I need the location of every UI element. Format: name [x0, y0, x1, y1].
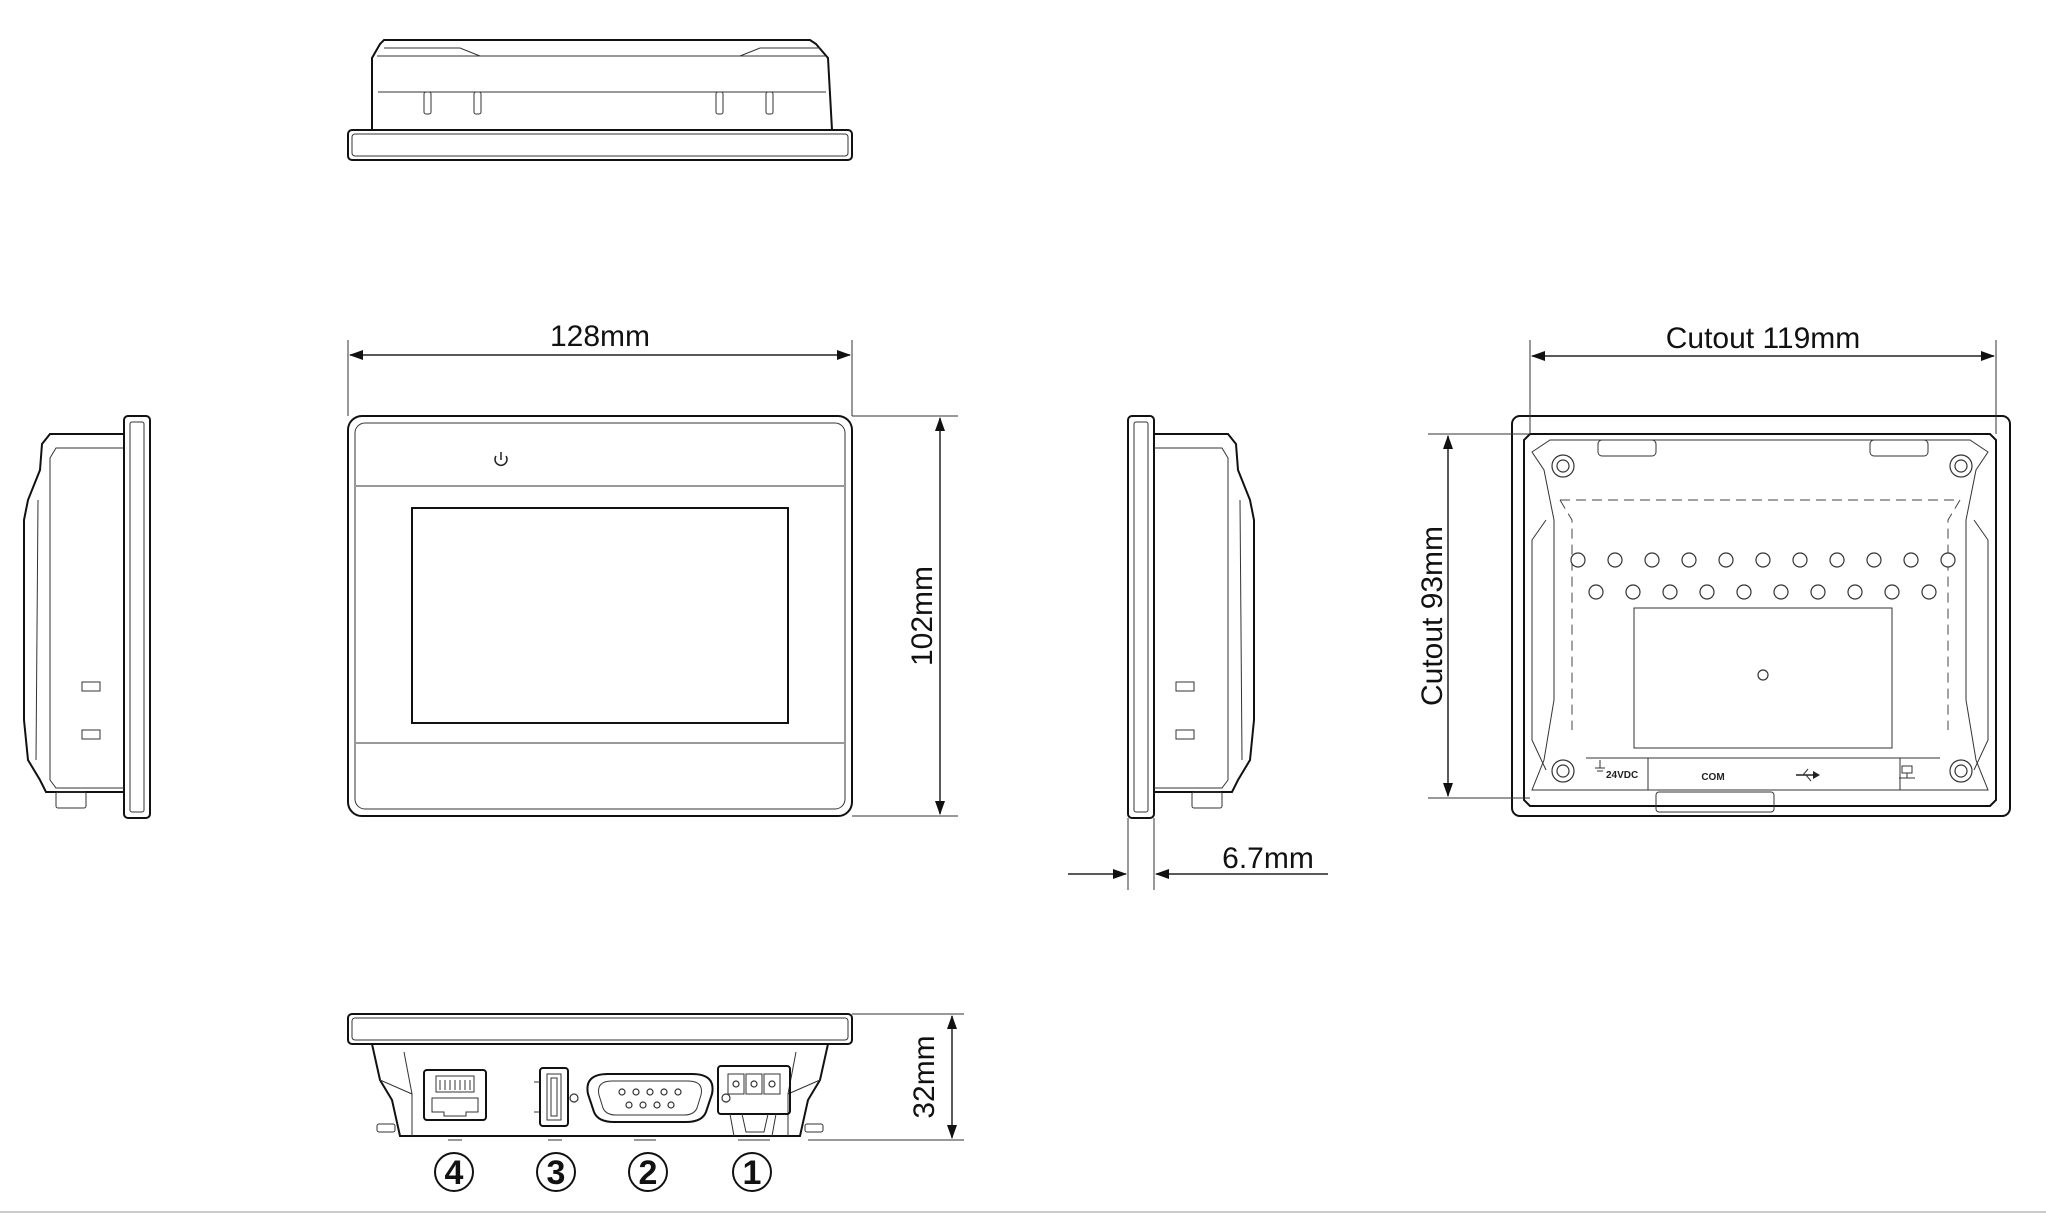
usb-port — [534, 1067, 569, 1127]
label-height-front: 102mm — [906, 566, 939, 666]
dimension-bezel-depth: 6.7mm — [1068, 818, 1328, 890]
top-view — [347, 39, 853, 161]
corner-screw — [1551, 759, 1575, 783]
port-callout-2: 2 — [628, 1152, 668, 1192]
label-bezel-depth: 6.7mm — [1222, 842, 1314, 875]
label-width-front: 128mm — [550, 320, 650, 353]
label-com-rear: COM — [1701, 772, 1724, 783]
label-cutout-width: Cutout 119mm — [1666, 322, 1861, 355]
corner-screw — [1949, 759, 1973, 783]
power-terminal — [717, 1065, 791, 1137]
network-icon — [1899, 765, 1915, 779]
clip-slot — [1175, 681, 1195, 692]
clip-slot — [473, 91, 482, 115]
power-icon — [494, 452, 508, 466]
port-number-3: 3 — [547, 1154, 566, 1192]
dimension-width-front: 128mm — [347, 320, 853, 416]
label-depth-bottom: 32mm — [908, 1035, 941, 1118]
port-number-1: 1 — [743, 1154, 762, 1192]
mounting-clip — [1597, 439, 1657, 457]
vent-holes — [1570, 552, 1956, 600]
port-callout-3: 3 — [536, 1152, 576, 1192]
corner-screw — [1551, 454, 1575, 478]
usb-icon — [1796, 768, 1820, 782]
dimension-depth-bottom: 32mm — [808, 1013, 964, 1141]
port-number-4: 4 — [445, 1154, 464, 1192]
label-plate — [1633, 607, 1893, 749]
mounting-clip — [1869, 439, 1929, 457]
serial-connector-back — [1655, 791, 1775, 813]
label-power-rear: 24VDC — [1606, 770, 1638, 781]
dimension-cutout-width: Cutout 119mm — [1529, 322, 1997, 434]
clip-slot — [81, 681, 101, 692]
dimension-height-front: 102mm — [852, 415, 958, 817]
touch-screen — [411, 507, 789, 724]
right-side-view — [1127, 415, 1255, 819]
clip-slot — [715, 91, 724, 115]
port-number-2: 2 — [639, 1154, 658, 1192]
serial-com-port — [569, 1073, 731, 1123]
rear-view: 24VDC COM — [1511, 415, 2011, 817]
left-side-view — [23, 415, 151, 819]
clip-slot — [1175, 729, 1195, 740]
clip-slot — [81, 729, 101, 740]
dimension-cutout-height: Cutout 93mm — [1416, 433, 1530, 799]
bottom-view — [347, 1013, 853, 1141]
corner-screw — [1949, 454, 1973, 478]
front-view — [347, 415, 853, 817]
clip-slot — [423, 91, 432, 115]
clip-slot — [765, 91, 774, 115]
label-cutout-height: Cutout 93mm — [1416, 526, 1449, 706]
port-callout-4: 4 — [434, 1152, 474, 1192]
ethernet-port — [423, 1069, 487, 1121]
ground-icon — [1595, 760, 1605, 772]
port-callout-1: 1 — [732, 1152, 772, 1192]
